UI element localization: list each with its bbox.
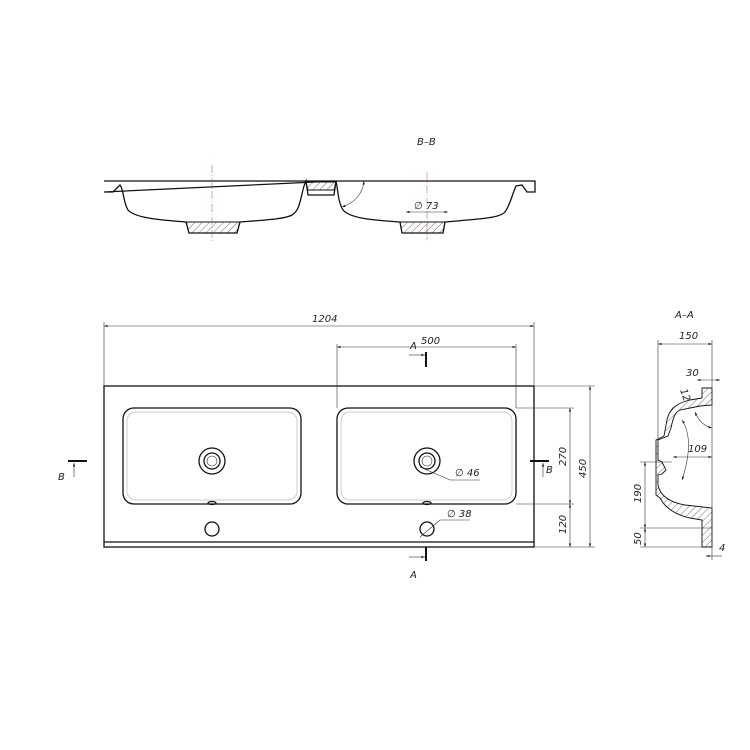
- left-drain: [198, 447, 226, 475]
- marker-b-label: B: [546, 465, 553, 476]
- left-tap-hole: [204, 521, 220, 537]
- section-bb-hatch-middle: [305, 181, 337, 191]
- dim-aa-thickness: 4: [719, 543, 725, 554]
- angle-arc: [694, 411, 713, 429]
- marker-b-label: B: [58, 472, 65, 483]
- section-aa: A–A 150 30 12 109 190 50 4: [633, 310, 725, 560]
- section-aa-profile: [655, 387, 713, 548]
- dim-aa-wall: 12: [677, 387, 692, 403]
- left-overflow: [207, 500, 217, 506]
- dim-aa-drain: 109: [688, 444, 707, 455]
- dim-drain-diameter: ∅ 46: [455, 468, 480, 479]
- marker-a-label: A: [409, 570, 417, 581]
- section-bb-hatch-right: [399, 221, 446, 234]
- section-bb-title: B–B: [417, 137, 436, 148]
- dim-drain-section: ∅ 73: [414, 201, 439, 212]
- dim-aa-skirt: 50: [633, 532, 644, 545]
- dim-basin-width: 500: [421, 336, 440, 347]
- right-basin-inner: [340, 411, 513, 501]
- dim-tap-hole-diameter: ∅ 38: [447, 509, 472, 520]
- angle-arc: [681, 419, 689, 481]
- section-marker-a-top: A: [409, 341, 427, 367]
- dim-basin-depth: 270: [558, 447, 569, 466]
- right-tap-hole: [419, 521, 435, 537]
- plan-view: 1204 500 450 270 120 ∅ 46 ∅ 38 A A B B: [58, 314, 595, 581]
- right-drain: [413, 447, 441, 475]
- marker-a-label: A: [409, 341, 417, 352]
- section-marker-b-left: B: [58, 460, 87, 483]
- dim-overall-depth: 450: [578, 459, 589, 478]
- angle-arc: [341, 180, 365, 208]
- countertop-outline: [103, 385, 535, 548]
- dim-aa-width: 150: [679, 331, 698, 342]
- section-marker-b-right: B: [530, 460, 553, 477]
- right-overflow: [422, 500, 432, 506]
- section-bb-hatch-left: [185, 221, 241, 234]
- dim-overall-width: 1204: [312, 314, 337, 325]
- dim-front-margin: 120: [558, 515, 569, 534]
- left-basin-inner: [126, 411, 298, 501]
- dim-aa-height: 190: [633, 484, 644, 503]
- section-aa-title: A–A: [674, 310, 694, 321]
- dim-aa-rim: 30: [686, 368, 699, 379]
- section-marker-a-bottom: A: [409, 547, 427, 581]
- section-bb: B–B ∅ 73: [103, 137, 536, 242]
